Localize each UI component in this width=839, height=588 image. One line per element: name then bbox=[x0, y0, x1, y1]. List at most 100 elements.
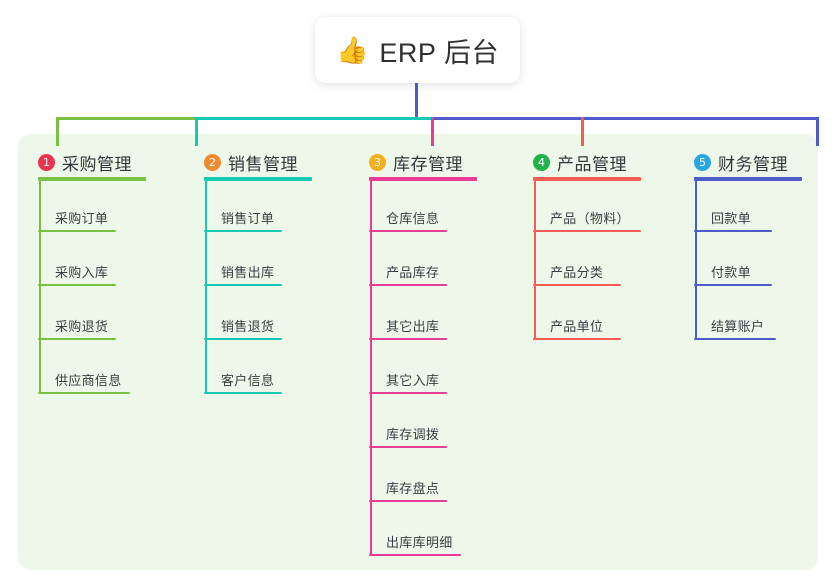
list-item[interactable]: 付款单 bbox=[694, 258, 772, 286]
column-header-1[interactable]: 1 采购管理 bbox=[38, 150, 132, 175]
list-item[interactable]: 采购入库 bbox=[38, 258, 116, 286]
list-item[interactable]: 出库库明细 bbox=[369, 528, 461, 556]
connector-drop-4 bbox=[581, 117, 584, 146]
list-item-label: 库存调拨 bbox=[386, 427, 440, 442]
list-item-label: 库存盘点 bbox=[386, 481, 440, 496]
column-title-5: 财务管理 bbox=[718, 155, 788, 174]
list-item[interactable]: 销售出库 bbox=[204, 258, 282, 286]
connector-drop-5 bbox=[816, 117, 819, 146]
connector-root-spine bbox=[415, 83, 418, 120]
list-item-label: 销售订单 bbox=[221, 211, 275, 226]
column-badge-3: 3 bbox=[369, 154, 386, 171]
list-item-rule bbox=[204, 338, 282, 340]
list-item[interactable]: 产品（物料） bbox=[533, 204, 641, 232]
column-title-1: 采购管理 bbox=[62, 155, 132, 174]
list-item-label: 采购入库 bbox=[55, 265, 109, 280]
column-trunk-3 bbox=[370, 179, 372, 556]
column-header-rule-5 bbox=[694, 177, 802, 181]
list-item-label: 产品单位 bbox=[550, 319, 604, 334]
list-item-label: 采购退货 bbox=[55, 319, 109, 334]
list-item-rule bbox=[204, 392, 282, 394]
list-item[interactable]: 采购退货 bbox=[38, 312, 116, 340]
list-item[interactable]: 供应商信息 bbox=[38, 366, 130, 394]
column-4: 4 产品管理产品（物料） 产品分类产品单位 bbox=[533, 0, 661, 440]
list-item[interactable]: 销售订单 bbox=[204, 204, 282, 232]
column-5: 5 财务管理回款单付款单结算账户 bbox=[694, 0, 822, 440]
list-item[interactable]: 回款单 bbox=[694, 204, 772, 232]
connector-bar-segment-3 bbox=[432, 117, 819, 120]
list-item-rule bbox=[369, 284, 447, 286]
connector-drop-3 bbox=[431, 117, 434, 146]
column-2: 2 销售管理销售订单销售出库销售退货客户信息 bbox=[204, 0, 332, 440]
list-item-label: 仓库信息 bbox=[386, 211, 440, 226]
column-badge-5: 5 bbox=[694, 154, 711, 171]
list-item-rule bbox=[369, 338, 447, 340]
column-header-rule-1 bbox=[38, 177, 146, 181]
list-item[interactable]: 其它出库 bbox=[369, 312, 447, 340]
connector-drop-2 bbox=[195, 117, 198, 146]
column-header-rule-2 bbox=[204, 177, 312, 181]
list-item-label: 产品（物料） bbox=[550, 211, 630, 226]
list-item-label: 产品分类 bbox=[550, 265, 604, 280]
root-title: ERP 后台 bbox=[379, 37, 499, 68]
column-1: 1 采购管理采购订单采购入库采购退货供应商信息 bbox=[38, 0, 166, 440]
column-header-rule-4 bbox=[533, 177, 641, 181]
column-trunk-5 bbox=[695, 179, 697, 340]
list-item-label: 销售退货 bbox=[221, 319, 275, 334]
list-item-rule bbox=[204, 284, 282, 286]
connector-bar-segment-2 bbox=[196, 117, 435, 120]
list-item-rule bbox=[533, 284, 621, 286]
connector-bar-segment-1 bbox=[57, 117, 199, 120]
list-item[interactable]: 产品分类 bbox=[533, 258, 621, 286]
list-item[interactable]: 客户信息 bbox=[204, 366, 282, 394]
list-item-label: 其它入库 bbox=[386, 373, 440, 388]
list-item[interactable]: 库存调拨 bbox=[369, 420, 447, 448]
column-title-4: 产品管理 bbox=[557, 155, 627, 174]
thumbs-up-icon: 👍 bbox=[336, 35, 369, 65]
list-item[interactable]: 结算账户 bbox=[694, 312, 776, 340]
list-item-rule bbox=[694, 338, 776, 340]
list-item[interactable]: 库存盘点 bbox=[369, 474, 447, 502]
list-item-label: 其它出库 bbox=[386, 319, 440, 334]
list-item-rule bbox=[369, 446, 447, 448]
list-item-label: 产品库存 bbox=[386, 265, 440, 280]
list-item[interactable]: 产品库存 bbox=[369, 258, 447, 286]
list-item-label: 采购订单 bbox=[55, 211, 109, 226]
list-item[interactable]: 其它入库 bbox=[369, 366, 447, 394]
column-trunk-4 bbox=[534, 179, 536, 340]
list-item[interactable]: 销售退货 bbox=[204, 312, 282, 340]
column-badge-2: 2 bbox=[204, 154, 221, 171]
list-item-rule bbox=[204, 230, 282, 232]
list-item-label: 结算账户 bbox=[711, 319, 765, 334]
list-item[interactable]: 仓库信息 bbox=[369, 204, 447, 232]
root-node[interactable]: 👍 ERP 后台 bbox=[315, 17, 520, 83]
list-item-label: 付款单 bbox=[711, 265, 751, 280]
column-badge-1: 1 bbox=[38, 154, 55, 171]
list-item[interactable]: 采购订单 bbox=[38, 204, 116, 232]
list-item-label: 回款单 bbox=[711, 211, 751, 226]
diagram-panel bbox=[18, 134, 818, 570]
list-item-label: 销售出库 bbox=[221, 265, 275, 280]
column-header-2[interactable]: 2 销售管理 bbox=[204, 150, 298, 175]
column-badge-4: 4 bbox=[533, 154, 550, 171]
list-item-label: 供应商信息 bbox=[55, 373, 122, 388]
list-item-rule bbox=[694, 230, 772, 232]
column-trunk-1 bbox=[39, 179, 41, 394]
column-header-4[interactable]: 4 产品管理 bbox=[533, 150, 627, 175]
list-item-rule bbox=[369, 230, 447, 232]
connector-drop-1 bbox=[56, 117, 59, 146]
list-item-rule bbox=[38, 230, 116, 232]
list-item-rule bbox=[369, 554, 461, 556]
list-item[interactable]: 产品单位 bbox=[533, 312, 621, 340]
column-title-2: 销售管理 bbox=[228, 155, 298, 174]
list-item-rule bbox=[369, 392, 447, 394]
list-item-rule bbox=[38, 284, 116, 286]
list-item-rule bbox=[694, 284, 772, 286]
column-header-5[interactable]: 5 财务管理 bbox=[694, 150, 788, 175]
column-header-rule-3 bbox=[369, 177, 477, 181]
list-item-rule bbox=[369, 500, 447, 502]
list-item-rule bbox=[533, 230, 641, 232]
